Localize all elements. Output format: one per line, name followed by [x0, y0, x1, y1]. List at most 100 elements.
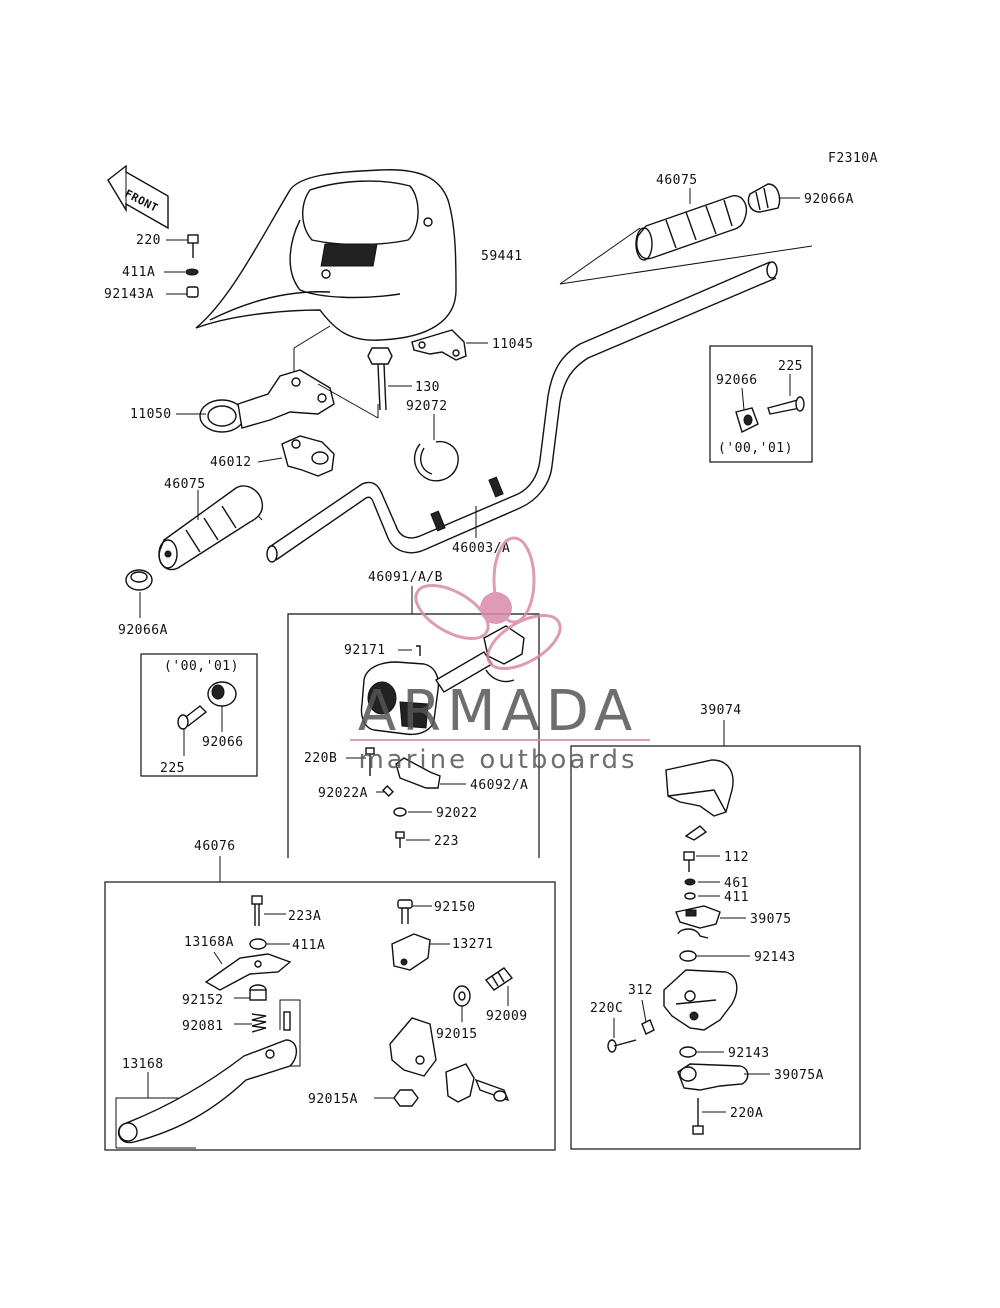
- right-grip-46075-icon: [635, 195, 748, 261]
- pin-icon: [283, 1011, 291, 1031]
- nut-92143a-icon: [186, 286, 199, 298]
- label-130: 130: [415, 380, 440, 395]
- propeller-blade-icon: [486, 614, 562, 670]
- handlebar-holder-11050-icon: [199, 369, 335, 433]
- meter-cover-icon: [195, 169, 457, 341]
- propeller-blade-icon: [492, 536, 536, 624]
- screw-225-left-icon: [177, 705, 208, 730]
- lever-46092-icon: [395, 757, 441, 789]
- bracket-39075-icon: [675, 905, 721, 929]
- nut-92022a-icon: [382, 785, 394, 797]
- label-92152: 92152: [182, 993, 224, 1008]
- lever-assembly-box: [104, 881, 556, 1151]
- handlebar-switch-icon: [360, 625, 525, 736]
- label-225-top: 225: [778, 359, 803, 374]
- clamp-holder-icon: [445, 1063, 510, 1103]
- screw-220c-icon: [607, 1039, 637, 1053]
- lever-39075a-icon: [677, 1063, 749, 1091]
- screw-225-top-icon: [767, 396, 805, 415]
- watermark-tagline: marine outboards: [358, 745, 637, 775]
- washer-461-icon: [684, 878, 696, 886]
- cap-92066-left-icon: [207, 681, 237, 707]
- label-92022a: 92022A: [318, 786, 368, 801]
- nut-92143-b-icon: [679, 1046, 697, 1058]
- spring-clip-icon: [677, 928, 709, 939]
- bolt-92150-icon: [397, 899, 413, 924]
- clip-icon: [684, 825, 708, 841]
- spring-312-icon: [641, 1019, 655, 1035]
- label-92066a-right: 92066A: [804, 192, 854, 207]
- figure-code: F2310A: [828, 151, 878, 166]
- front-arrow-icon: FRONT: [107, 164, 169, 230]
- label-92143-b: 92143: [728, 1046, 770, 1061]
- watermark-logo: ARMADA marine outboards: [350, 536, 650, 775]
- switch-housing-box: [570, 745, 861, 1150]
- label-92022: 92022: [436, 806, 478, 821]
- label-13168: 13168: [122, 1057, 164, 1072]
- label-225-left: 225: [160, 761, 185, 776]
- washer-411a-icon: [185, 268, 199, 276]
- washer-411-icon: [684, 892, 696, 900]
- label-220b: 220B: [304, 751, 337, 766]
- left-grip-46075-icon: [158, 485, 264, 571]
- label-39074: 39074: [700, 703, 742, 718]
- label-92066a-left: 92066A: [118, 623, 168, 638]
- label-220c: 220C: [590, 1001, 623, 1016]
- label-220: 220: [136, 233, 161, 248]
- cap-92066-top-icon: [735, 407, 759, 433]
- label-46012: 46012: [210, 455, 252, 470]
- label-92015: 92015: [436, 1027, 478, 1042]
- label-39075a: 39075A: [774, 1068, 824, 1083]
- band-92072-icon: [413, 440, 459, 482]
- label-46003a: 46003/A: [452, 541, 510, 556]
- label-223: 223: [434, 834, 459, 849]
- label-312: 312: [628, 983, 653, 998]
- bracket-13168a-icon: [204, 953, 292, 991]
- lever-holder-icon: [389, 1017, 437, 1077]
- label-92066-top: 92066: [716, 373, 758, 388]
- switch-group-box: [287, 613, 540, 858]
- inset-box-left: [140, 653, 258, 777]
- switch-13271-icon: [391, 933, 431, 971]
- label-59441: 59441: [481, 249, 523, 264]
- clip-92171-icon: [416, 645, 421, 656]
- nut-92143-a-icon: [679, 950, 697, 962]
- housing-cover-icon: [665, 759, 734, 817]
- bolt-130-icon: [367, 347, 393, 411]
- label-92066-left: 92066: [202, 735, 244, 750]
- switch-body-icon: [663, 969, 738, 1031]
- bolt-220-icon: [187, 234, 199, 258]
- label-92150: 92150: [434, 900, 476, 915]
- propeller-hub-icon: [480, 592, 512, 624]
- label-11045: 11045: [492, 337, 534, 352]
- nut-92015-icon: [453, 985, 471, 1007]
- bracket-11045-icon: [411, 329, 467, 361]
- propeller-blade-icon: [414, 584, 490, 640]
- label-411: 411: [724, 890, 749, 905]
- holder-clamp-46012-icon: [281, 435, 335, 477]
- label-411a-b: 411A: [292, 938, 325, 953]
- label-92015a: 92015A: [308, 1092, 358, 1107]
- label-92143-a: 92143: [754, 950, 796, 965]
- label-11050: 11050: [130, 407, 172, 422]
- watermark-brand: ARMADA: [358, 679, 638, 744]
- label-223a: 223A: [288, 909, 321, 924]
- label-461: 461: [724, 876, 749, 891]
- label-92143a: 92143A: [104, 287, 154, 302]
- grip-end-cap-right-icon: [747, 183, 781, 213]
- inset-box-top: [709, 345, 813, 463]
- screw-220a-icon: [692, 1098, 704, 1135]
- label-112: 112: [724, 850, 749, 865]
- label-13271: 13271: [452, 937, 494, 952]
- label-46092: 46092/A: [470, 778, 528, 793]
- adjuster-92009-icon: [484, 967, 514, 991]
- inset-years-top: ('00,'01): [718, 441, 793, 456]
- label-92072: 92072: [406, 399, 448, 414]
- label-46091: 46091/A/B: [368, 570, 443, 585]
- screw-220b-icon: [365, 747, 375, 776]
- washer-411a-b-icon: [249, 938, 267, 950]
- bolt-223a-icon: [251, 895, 263, 926]
- nut-92015a-icon: [393, 1089, 419, 1107]
